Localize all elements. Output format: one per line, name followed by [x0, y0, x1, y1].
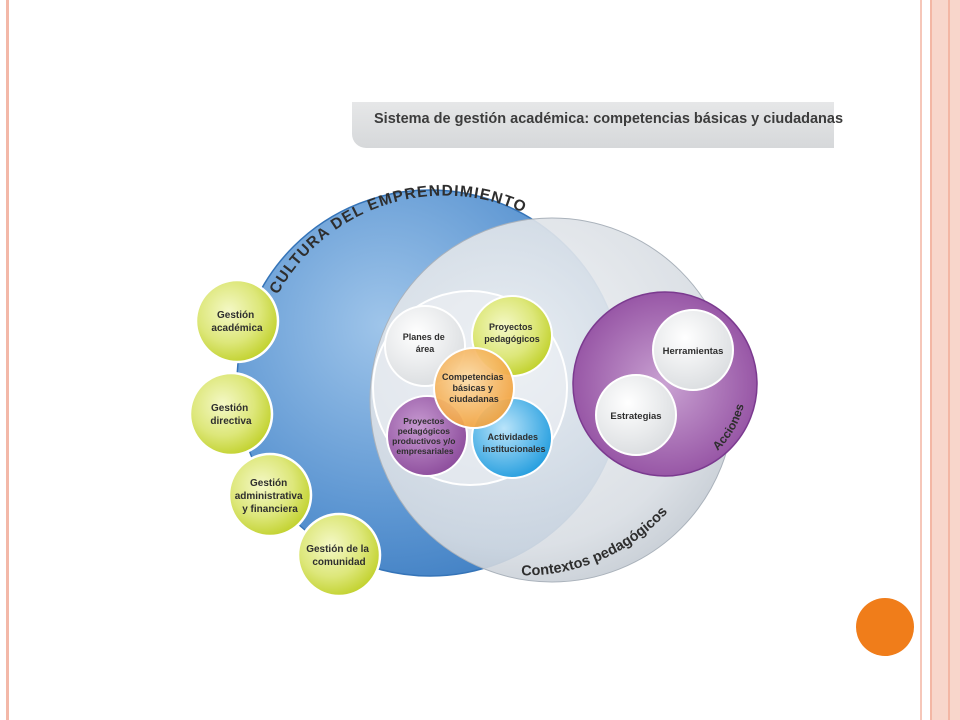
planes-de-area-label: Planes de área — [403, 332, 448, 354]
competencias-label: Competencias básicas y ciudadanas — [442, 372, 506, 404]
gestion-directiva-circle — [188, 371, 274, 457]
competencias-circle — [433, 347, 515, 429]
gestion-administrativa-circle — [227, 452, 313, 538]
gestion-comunidad-label: Gestión de la comunidad — [306, 544, 372, 568]
estrategias-label: Estrategias — [610, 411, 661, 422]
acciones-circle — [572, 291, 758, 477]
actividades-institucionales-label: Actividades institucionales — [482, 432, 545, 454]
proyectos-productivos-label: Proyectos pedagógicos productivos y/o em… — [392, 416, 458, 456]
gestion-academica-label: Gestión académica — [211, 310, 263, 334]
slide-frame-right — [918, 0, 960, 720]
gestion-administrativa-label: Gestión administrativa y financiera — [235, 478, 306, 515]
accent-dot — [856, 598, 914, 656]
gestion-academica-circle — [194, 278, 280, 364]
diagram-title: Sistema de gestión académica: competenci… — [374, 111, 844, 127]
slide-frame-left — [6, 0, 9, 720]
herramientas-label: Herramientas — [663, 346, 724, 357]
proyectos-pedagogicos-label: Proyectos pedagógicos — [484, 322, 540, 344]
diagram-title-bar: Sistema de gestión académica: competenci… — [352, 102, 843, 148]
gestion-comunidad-circle — [296, 512, 382, 598]
estrategias-circle — [595, 374, 677, 456]
herramientas-circle — [652, 309, 734, 391]
gestion-directiva-label: Gestión directiva — [210, 403, 252, 427]
